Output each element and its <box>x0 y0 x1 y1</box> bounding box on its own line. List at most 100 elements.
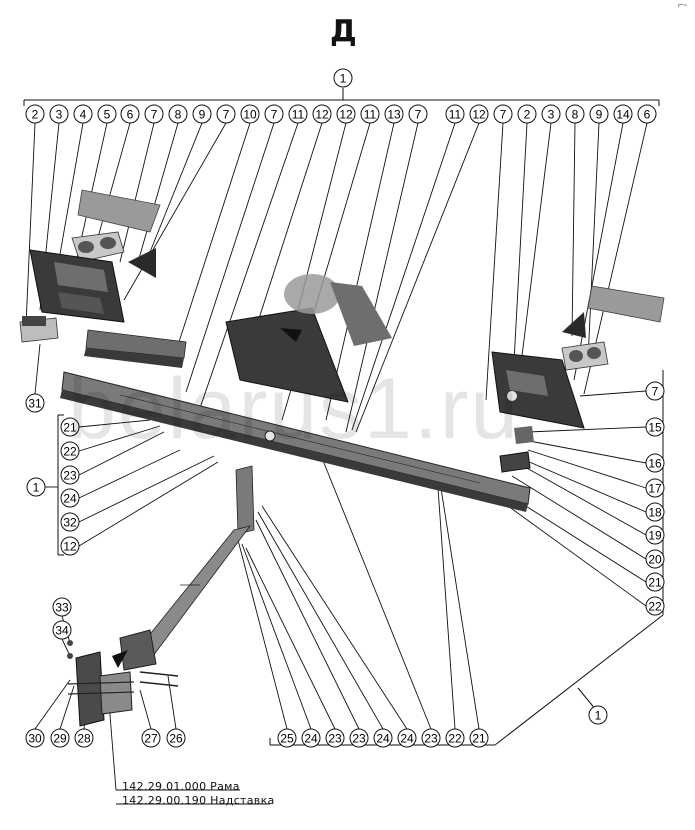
callout-label: 11 <box>449 108 462 122</box>
left-reflector-triangle <box>128 248 156 278</box>
center-oval-cover <box>284 274 340 314</box>
part-name: Надставка <box>210 794 275 807</box>
leader-line <box>523 439 647 464</box>
leader-line <box>94 122 131 249</box>
leader-line <box>355 122 480 433</box>
callout-label: 25 <box>280 732 294 746</box>
callout-label: 7 <box>500 108 507 122</box>
callout-circle <box>216 104 236 124</box>
part-number: 142.29.00.190 <box>122 794 207 807</box>
callout-circle <box>588 705 608 725</box>
callout-circle <box>25 728 45 748</box>
callout-label: 2 <box>32 108 39 122</box>
leader-line <box>573 122 624 381</box>
callout-label: 15 <box>648 421 662 435</box>
leader-line <box>25 122 36 326</box>
leader-line <box>245 547 336 730</box>
leader-line <box>437 487 456 730</box>
callout-circle <box>192 104 212 124</box>
callout-label: 1 <box>340 72 347 86</box>
leader-line <box>61 638 71 657</box>
leader-line <box>511 475 647 560</box>
main-beam <box>60 371 531 512</box>
callout-label: 4 <box>80 108 87 122</box>
leader-line <box>34 679 71 730</box>
callout-label: 1 <box>33 481 40 495</box>
callout-label: 26 <box>169 732 183 746</box>
callout-circle <box>645 453 665 473</box>
leader-line <box>149 122 203 253</box>
right-small-box <box>499 451 531 473</box>
leader-line <box>351 122 456 431</box>
leader-line <box>509 495 647 583</box>
callout-circle <box>52 620 72 640</box>
callout-label: 6 <box>644 108 651 122</box>
leader-line <box>177 122 251 346</box>
callout-circle <box>60 417 80 437</box>
callout-circle <box>541 104 561 124</box>
callout-label: 6 <box>127 108 134 122</box>
callout-label: 17 <box>648 482 662 496</box>
callout-circle <box>445 104 465 124</box>
leader-line <box>515 461 647 536</box>
callout-circle <box>168 104 188 124</box>
callout-circle <box>60 441 80 461</box>
callout-label: 21 <box>472 732 486 746</box>
leader-line <box>507 505 647 607</box>
diagram-title: Д <box>330 14 357 49</box>
center-panel <box>225 307 349 403</box>
callout-label: 23 <box>63 469 77 483</box>
leader-line <box>78 449 181 499</box>
part-line-1: 142.29.01.000 Рама <box>122 780 240 793</box>
right-glass-panel <box>587 285 665 323</box>
callout-circle <box>97 104 117 124</box>
callout-label: 13 <box>387 108 401 122</box>
callout-label: 20 <box>648 553 662 567</box>
callout-circle <box>277 728 297 748</box>
callout-label: 12 <box>315 108 329 122</box>
callout-circle <box>565 104 585 124</box>
center-side-flap <box>330 282 392 346</box>
callout-label: 12 <box>63 540 77 554</box>
corner-mark: ⌐- <box>677 0 687 11</box>
part-name: Рама <box>210 780 240 793</box>
left-glass-panel <box>77 189 161 233</box>
callout-circle <box>325 728 345 748</box>
callout-label: 7 <box>223 108 230 122</box>
callout-label: 21 <box>648 576 662 590</box>
callout-label: 23 <box>424 732 438 746</box>
callout-circle <box>645 549 665 569</box>
callout-circle <box>493 104 513 124</box>
callout-circle <box>645 478 665 498</box>
left-bracket <box>57 414 64 556</box>
callout-label: 7 <box>151 108 158 122</box>
leader-line <box>255 519 360 730</box>
callout-circle <box>25 104 45 124</box>
callout-circle <box>240 104 260 124</box>
callout-label: 28 <box>77 732 91 746</box>
callout-circle <box>445 728 465 748</box>
callout-label: 9 <box>596 108 603 122</box>
callout-label: 7 <box>415 108 422 122</box>
callout-label: 10 <box>243 108 257 122</box>
callout-circle <box>74 728 94 748</box>
leader-line <box>325 122 395 421</box>
callout-circle <box>333 68 353 88</box>
right-light-assembly <box>491 285 665 473</box>
leader-line <box>78 425 161 452</box>
callout-label: 24 <box>63 492 77 506</box>
callout-circle <box>384 104 404 124</box>
callout-label: 11 <box>364 108 377 122</box>
leader-line <box>587 122 600 361</box>
callout-label: 1 <box>595 709 602 723</box>
callout-circle <box>166 728 186 748</box>
callout-label: 31 <box>28 397 42 411</box>
callout-label: 33 <box>55 601 69 615</box>
callout-label: 34 <box>55 624 69 638</box>
callout-label: 24 <box>304 732 318 746</box>
callout-circle <box>421 728 441 748</box>
callout-circle <box>408 104 428 124</box>
callout-circle <box>589 104 609 124</box>
right-reflector-triangle <box>562 312 586 338</box>
